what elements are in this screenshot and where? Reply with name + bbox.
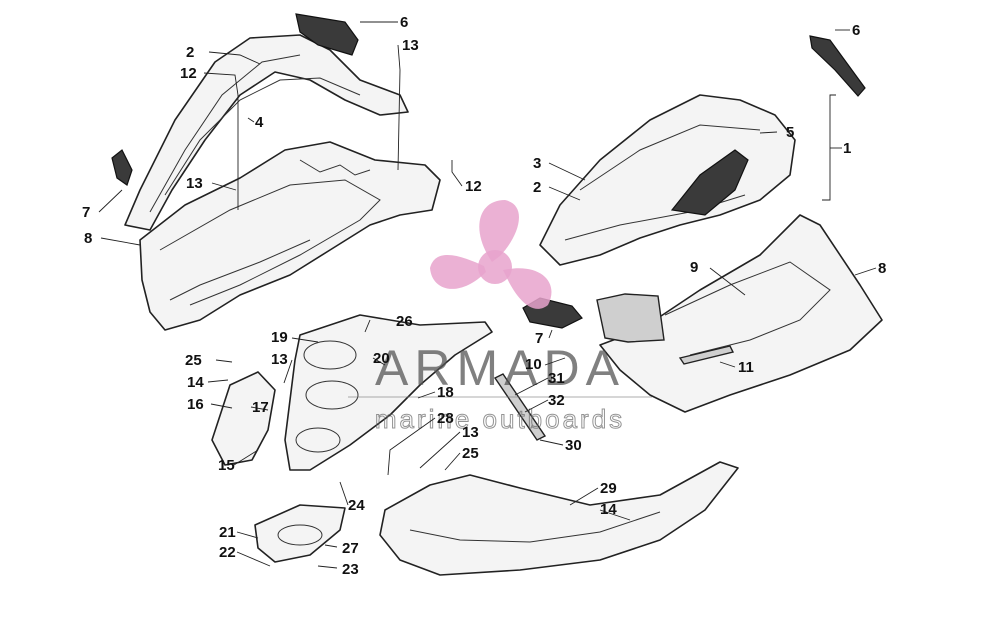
- left-belly-tray: [139, 141, 441, 331]
- belly-pan: [379, 461, 739, 576]
- leader-lines: [98, 21, 877, 569]
- left-hood-frame: [124, 34, 409, 231]
- right-lower-body: [599, 214, 883, 413]
- right-hood-panel: [539, 94, 796, 266]
- lower-center-assembly: [211, 314, 739, 576]
- callout-27: 27: [342, 540, 359, 557]
- callout-21: 21: [219, 524, 236, 541]
- callout-labels: 1 2 2 3 4 5 6 6 7 7 8 8 9 10 11 12 12 13…: [82, 14, 886, 578]
- callout-28: 28: [437, 410, 454, 427]
- callout-30: 30: [565, 437, 582, 454]
- right-hood-assembly: [522, 35, 883, 413]
- callout-9: 9: [690, 259, 698, 276]
- callout-17: 17: [252, 399, 269, 416]
- right-hood-louvre: [670, 149, 749, 216]
- callout-8-left: 8: [84, 230, 92, 247]
- console-panel: [284, 314, 493, 471]
- callout-14-left: 14: [187, 374, 204, 391]
- callout-13-top: 13: [402, 37, 419, 54]
- callout-25-left: 25: [185, 352, 202, 369]
- armada-watermark: ARMADA marine outboards: [348, 200, 652, 435]
- callout-3: 3: [533, 155, 541, 172]
- callout-22: 22: [219, 544, 236, 561]
- support-strut: [493, 373, 547, 441]
- callout-20: 20: [373, 350, 390, 367]
- left-top-vent-grille: [295, 13, 359, 56]
- callout-8-right: 8: [878, 260, 886, 277]
- left-bracket: [211, 371, 276, 466]
- watermark-brand: ARMADA: [375, 340, 625, 396]
- callout-18: 18: [437, 384, 454, 401]
- callout-16: 16: [187, 396, 204, 413]
- callout-32: 32: [548, 392, 565, 409]
- callout-19: 19: [271, 329, 288, 346]
- callout-1: 1: [843, 140, 851, 157]
- right-top-vent-grille: [809, 35, 866, 97]
- callout-6-left: 6: [400, 14, 408, 31]
- callout-2-right: 2: [533, 179, 541, 196]
- propeller-logo-icon: [430, 200, 552, 309]
- watermark-tagline: marine outboards: [375, 404, 625, 434]
- callout-26: 26: [396, 313, 413, 330]
- callout-11: 11: [738, 359, 754, 376]
- callout-2-left: 2: [186, 44, 194, 61]
- right-trim-strip: [678, 345, 735, 365]
- callout-23: 23: [342, 561, 359, 578]
- callout-5: 5: [786, 124, 794, 141]
- lower-shroud: [254, 504, 346, 563]
- callout-31: 31: [548, 370, 565, 387]
- callout-13-console: 13: [271, 351, 288, 368]
- right-side-panel: [596, 293, 665, 343]
- callout-13-lower: 13: [462, 424, 479, 441]
- callout-15: 15: [218, 457, 235, 474]
- left-side-vent-grille: [111, 149, 133, 186]
- callout-29: 29: [600, 480, 617, 497]
- callout-25-right: 25: [462, 445, 479, 462]
- callout-24: 24: [348, 497, 365, 514]
- callout-4: 4: [255, 114, 264, 131]
- callout-7-right: 7: [535, 330, 543, 347]
- callout-7-left: 7: [82, 204, 90, 221]
- callout-10: 10: [525, 356, 542, 373]
- callout-14-right: 14: [600, 501, 617, 518]
- callout-13-left: 13: [186, 175, 203, 192]
- left-hood-assembly: [111, 13, 441, 331]
- callout-12-left: 12: [180, 65, 197, 82]
- callout-12-right: 12: [465, 178, 482, 195]
- callout-6-right: 6: [852, 22, 860, 39]
